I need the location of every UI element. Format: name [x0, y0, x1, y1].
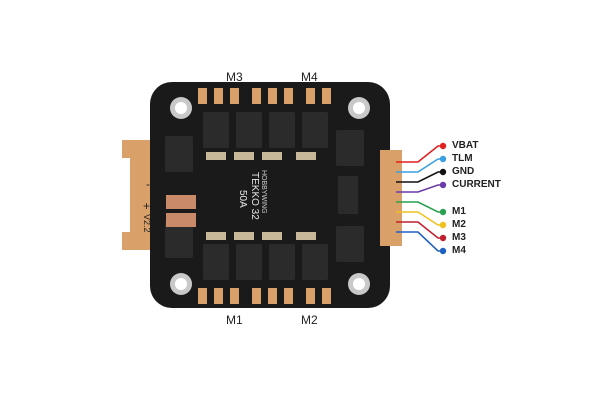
wire-label-current: CURRENT	[452, 179, 501, 190]
wire-label-m3: M3	[452, 232, 466, 243]
board-rating-text: 50A	[237, 190, 248, 208]
wire-dot-tlm	[439, 155, 447, 163]
motor-label-bottom-left: M1	[226, 313, 243, 327]
shunt-resistors	[166, 195, 196, 227]
wire-label-m2: M2	[452, 219, 466, 230]
wire-dot-m4	[439, 247, 447, 255]
mounting-holes	[170, 97, 370, 295]
wire-label-vbat: VBAT	[452, 140, 479, 151]
motor-pads-bottom	[198, 288, 331, 304]
wire-dot-m3	[439, 234, 447, 242]
mcu-chip	[338, 176, 358, 214]
board-model-text: TEKKO 32	[249, 172, 260, 220]
wire-dot-m2	[439, 221, 447, 229]
wire-current	[396, 184, 443, 193]
wire-label-m4: M4	[452, 245, 466, 256]
signal-wires	[396, 142, 447, 255]
wire-m4	[396, 231, 443, 252]
board-plus-text: +	[143, 199, 150, 213]
motor-label-top-right: M4	[301, 70, 318, 84]
wire-dot-m1	[439, 208, 447, 216]
wire-dot-current	[439, 181, 447, 189]
wire-dot-gnd	[439, 168, 447, 176]
wire-gnd	[396, 171, 443, 183]
motor-pads-top	[198, 88, 331, 104]
board-version-text: V2.2	[142, 214, 152, 233]
wire-label-tlm: TLM	[452, 153, 473, 164]
wire-m1	[396, 201, 443, 213]
board-minus-text: -	[146, 177, 150, 191]
motor-label-bottom-right: M2	[301, 313, 318, 327]
power-pad-tab	[122, 140, 158, 250]
motor-label-top-left: M3	[226, 70, 243, 84]
mosfet-chips	[165, 112, 364, 280]
wire-dot-vbat	[439, 142, 447, 150]
wire-label-m1: M1	[452, 206, 466, 217]
wire-label-gnd: GND	[452, 166, 475, 177]
capacitors	[206, 152, 316, 240]
board-brand-text: HOBBYWING	[260, 170, 267, 214]
